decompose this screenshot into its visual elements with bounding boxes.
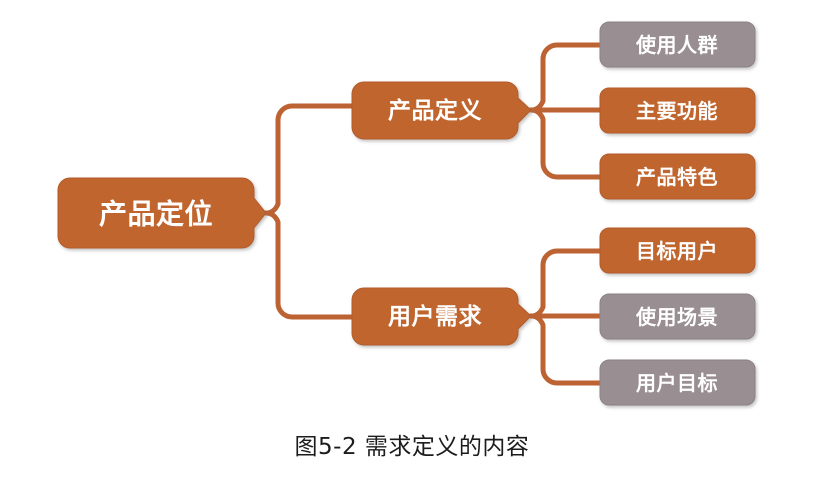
connector-root-to-user-needs	[263, 210, 355, 320]
node-leaf-main-features[interactable]: 主要功能	[599, 87, 756, 134]
connector-un-to-user-goal	[528, 313, 603, 386]
connector-group-user-needs	[528, 248, 603, 386]
node-leaf-user-goal[interactable]: 用户目标	[599, 359, 756, 406]
leaf-user-goal-label: 用户目标	[636, 371, 718, 395]
leaf-product-traits-label: 产品特色	[636, 165, 718, 189]
branch-user-needs-shape	[351, 287, 532, 346]
leaf-user-group-label: 使用人群	[635, 33, 718, 57]
figure-caption: 图5-2 需求定义的内容	[294, 434, 530, 460]
node-leaf-target-user[interactable]: 目标用户	[599, 227, 756, 274]
leaf-target-user-label: 目标用户	[636, 239, 718, 263]
branch-product-definition-label: 产品定义	[388, 97, 482, 124]
leaf-usage-scenario-shape	[599, 293, 756, 340]
node-root[interactable]: 产品定位	[57, 177, 267, 249]
connector-pd-to-product-traits	[528, 107, 603, 180]
connector-root-to-product-definition	[263, 103, 355, 216]
connector-un-to-target-user	[528, 248, 603, 319]
branch-user-needs-label: 用户需求	[388, 303, 482, 330]
leaf-target-user-shape	[599, 227, 756, 274]
node-leaf-product-traits[interactable]: 产品特色	[599, 153, 756, 200]
leaf-main-features-label: 主要功能	[636, 99, 718, 123]
node-branch-product-definition[interactable]: 产品定义	[351, 81, 532, 140]
connector-pd-to-user-group	[528, 42, 603, 113]
leaf-user-group-shape	[599, 21, 756, 68]
branch-product-definition-shape	[351, 81, 532, 140]
root-node-shape	[57, 177, 267, 249]
leaf-usage-scenario-label: 使用场景	[635, 305, 718, 329]
leaf-main-features-shape	[599, 87, 756, 134]
node-branch-user-needs[interactable]: 用户需求	[351, 287, 532, 346]
node-leaf-usage-scenario[interactable]: 使用场景	[599, 293, 756, 340]
leaf-user-goal-shape	[599, 359, 756, 406]
connector-group-product-definition	[528, 42, 603, 180]
leaf-product-traits-shape	[599, 153, 756, 200]
connector-group-root	[263, 103, 355, 320]
node-leaf-user-group[interactable]: 使用人群	[599, 21, 756, 68]
root-node-label: 产品定位	[99, 198, 213, 231]
